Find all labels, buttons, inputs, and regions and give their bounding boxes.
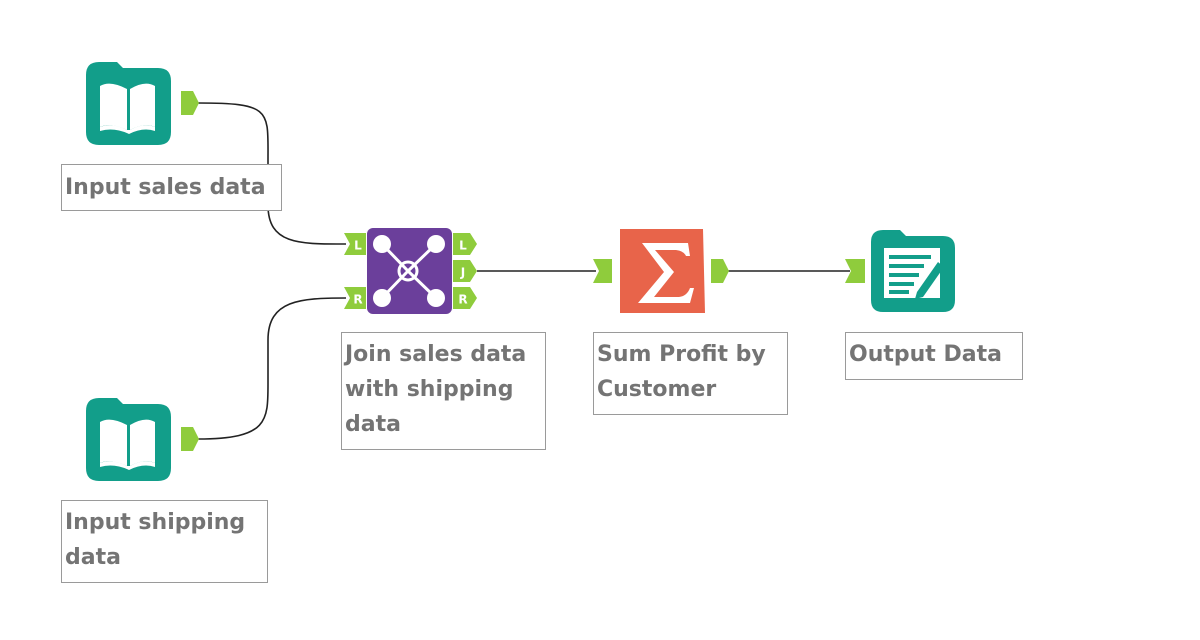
label-line: data: [345, 412, 401, 437]
input-anchor[interactable]: [593, 259, 612, 283]
label-line: Sum Profit by: [597, 342, 766, 367]
label-line: Customer: [597, 377, 717, 402]
tool-input-sales[interactable]: [86, 62, 199, 145]
input-anchor-left[interactable]: L: [344, 233, 366, 255]
book-open-icon: [86, 398, 171, 481]
tool-input-shipping[interactable]: [86, 398, 199, 481]
input-anchor[interactable]: [845, 259, 865, 283]
tool-summarize[interactable]: [593, 229, 729, 313]
tool-label-summarize[interactable]: Sum Profit by Customer: [593, 332, 788, 415]
anchor-label: L: [459, 239, 467, 253]
input-anchor-right[interactable]: R: [344, 287, 366, 309]
output-anchor[interactable]: [181, 91, 199, 115]
output-anchor[interactable]: [181, 427, 199, 451]
sigma-icon: [620, 229, 705, 313]
tool-label-output[interactable]: Output Data: [845, 332, 1023, 380]
connection-input-shipping-to-join-right[interactable]: [197, 297, 347, 440]
tool-label-join[interactable]: Join sales data with shipping data: [341, 332, 546, 450]
label-line: with shipping: [345, 377, 514, 402]
join-network-icon: [367, 228, 452, 314]
tool-output[interactable]: [845, 230, 955, 312]
connection-input-sales-to-join-left[interactable]: [197, 102, 347, 245]
anchor-label: L: [354, 239, 362, 253]
tool-label-input-shipping[interactable]: Input shipping data: [61, 500, 268, 583]
output-document-icon: [871, 230, 955, 312]
tool-join[interactable]: L R L J: [344, 228, 477, 314]
output-anchor-left[interactable]: L: [453, 233, 477, 255]
anchor-label: R: [458, 293, 467, 307]
anchor-label: J: [460, 266, 465, 280]
output-anchor-right[interactable]: R: [453, 287, 477, 309]
output-anchor-join[interactable]: J: [453, 260, 477, 282]
book-open-icon: [86, 62, 171, 145]
tool-label-input-sales[interactable]: Input sales data: [61, 164, 282, 211]
label-line: data: [65, 545, 121, 570]
label-line: Output Data: [849, 342, 1002, 367]
anchor-label: R: [353, 293, 362, 307]
output-anchor[interactable]: [711, 259, 729, 283]
label-line: Input shipping: [65, 510, 246, 535]
label-line: Input sales data: [65, 175, 266, 200]
label-line: Join sales data: [345, 342, 527, 367]
